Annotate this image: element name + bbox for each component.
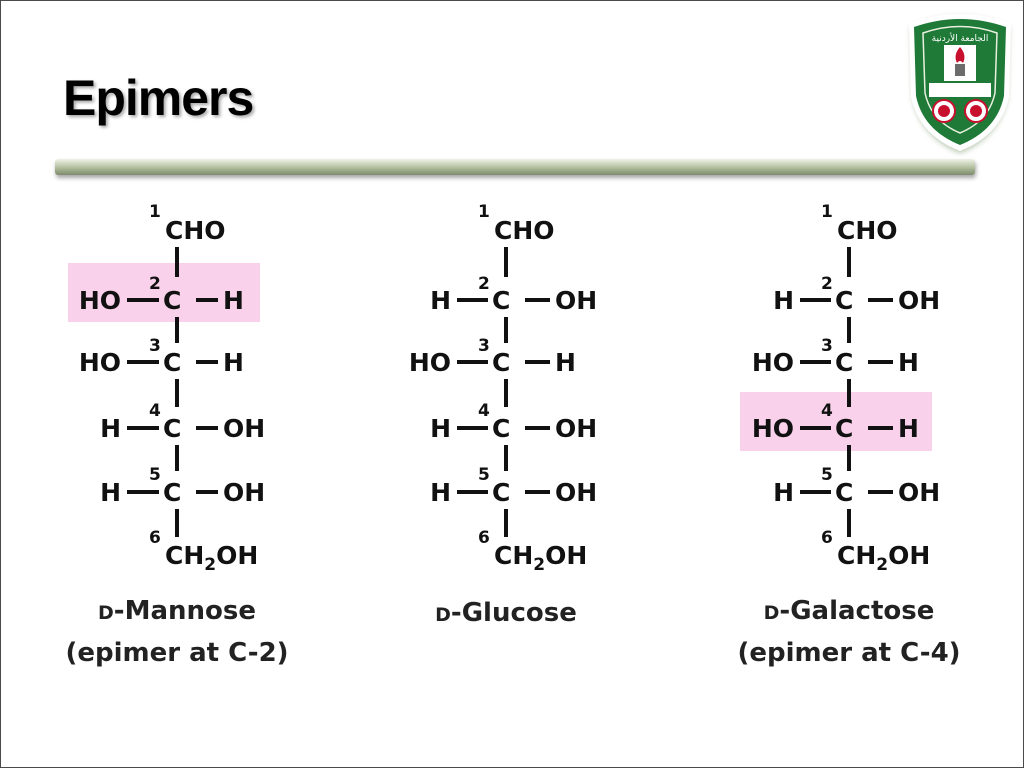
left-substituent: HO [79, 286, 121, 315]
right-substituent: H [223, 348, 244, 377]
carbon-atom: C [835, 414, 853, 443]
left-substituent: HO [752, 414, 794, 443]
right-substituent: H [555, 348, 576, 377]
aldehyde-group: CHO [165, 216, 226, 245]
seal-text: الجامعة الأردنية [932, 32, 989, 44]
carbon-atom: C [163, 348, 181, 377]
university-seal-icon: الجامعة الأردنية [909, 14, 1011, 153]
carbon-number-2: 2 [821, 274, 833, 294]
glucose-structure: 1 CHO 2 H C OH 3 HO C H 4 H C OH 5 H C O… [409, 202, 597, 575]
sugar-name: D-Glucose [435, 598, 577, 628]
hydroxymethyl-group: CH2OH [494, 541, 587, 575]
right-substituent: OH [898, 478, 940, 507]
mannose-c2-highlight [68, 263, 260, 322]
left-substituent: H [430, 286, 451, 315]
epimer-note: (epimer at C-4) [737, 638, 961, 668]
carbon-number-3: 3 [149, 336, 161, 356]
carbon-atom: C [835, 348, 853, 377]
left-substituent: H [100, 478, 121, 507]
carbon-number-1: 1 [149, 202, 161, 222]
right-substituent: OH [223, 478, 265, 507]
galactose-c4-highlight [740, 392, 932, 451]
left-substituent: H [430, 478, 451, 507]
epimer-note: (epimer at C-2) [65, 638, 289, 668]
carbon-number-4: 4 [821, 401, 833, 421]
carbon-number-2: 2 [149, 274, 161, 294]
left-substituent: HO [409, 348, 451, 377]
right-substituent: H [898, 348, 919, 377]
carbon-number-3: 3 [478, 336, 490, 356]
right-substituent: OH [555, 286, 597, 315]
carbon-number-5: 5 [821, 465, 833, 485]
carbon-number-2: 2 [478, 274, 490, 294]
galactose-structure: 1 CHO 2 H C OH 3 HO C H 4 HO C H 5 H C O… [740, 202, 940, 575]
title-divider [55, 159, 975, 175]
carbon-number-3: 3 [821, 336, 833, 356]
carbon-atom: C [163, 286, 181, 315]
carbon-atom: C [492, 478, 510, 507]
right-substituent: H [898, 414, 919, 443]
slide-title: Epimers [63, 70, 254, 126]
hydroxymethyl-group: CH2OH [165, 541, 258, 575]
right-substituent: OH [555, 478, 597, 507]
left-substituent: H [773, 286, 794, 315]
carbon-number-1: 1 [821, 202, 833, 222]
carbon-atom: C [492, 414, 510, 443]
carbon-atom: C [163, 414, 181, 443]
carbon-atom: C [492, 348, 510, 377]
left-substituent: H [773, 478, 794, 507]
carbon-number-6: 6 [821, 528, 833, 548]
right-substituent: OH [555, 414, 597, 443]
mannose-structure: 1 CHO 2 HO C H 3 HO C H 4 H C OH 5 H C O… [68, 202, 265, 575]
glucose-caption: D-Glucose [414, 593, 598, 635]
right-substituent: OH [898, 286, 940, 315]
carbon-number-6: 6 [149, 528, 161, 548]
carbon-atom: C [492, 286, 510, 315]
carbon-atom: C [835, 478, 853, 507]
carbon-number-4: 4 [478, 401, 490, 421]
carbon-number-6: 6 [478, 528, 490, 548]
mannose-caption: D-Mannose (epimer at C-2) [55, 591, 299, 673]
left-substituent: H [430, 414, 451, 443]
left-substituent: H [100, 414, 121, 443]
sugar-name: D-Galactose [763, 596, 935, 626]
left-substituent: HO [79, 348, 121, 377]
carbon-number-5: 5 [149, 465, 161, 485]
carbon-number-5: 5 [478, 465, 490, 485]
galactose-caption: D-Galactose (epimer at C-4) [727, 591, 971, 673]
sugar-name: D-Mannose [98, 596, 256, 626]
aldehyde-group: CHO [837, 216, 898, 245]
carbon-number-1: 1 [478, 202, 490, 222]
carbon-number-4: 4 [149, 401, 161, 421]
carbon-atom: C [163, 478, 181, 507]
aldehyde-group: CHO [494, 216, 555, 245]
left-substituent: HO [752, 348, 794, 377]
right-substituent: OH [223, 414, 265, 443]
hydroxymethyl-group: CH2OH [837, 541, 930, 575]
carbon-atom: C [835, 286, 853, 315]
right-substituent: H [223, 286, 244, 315]
